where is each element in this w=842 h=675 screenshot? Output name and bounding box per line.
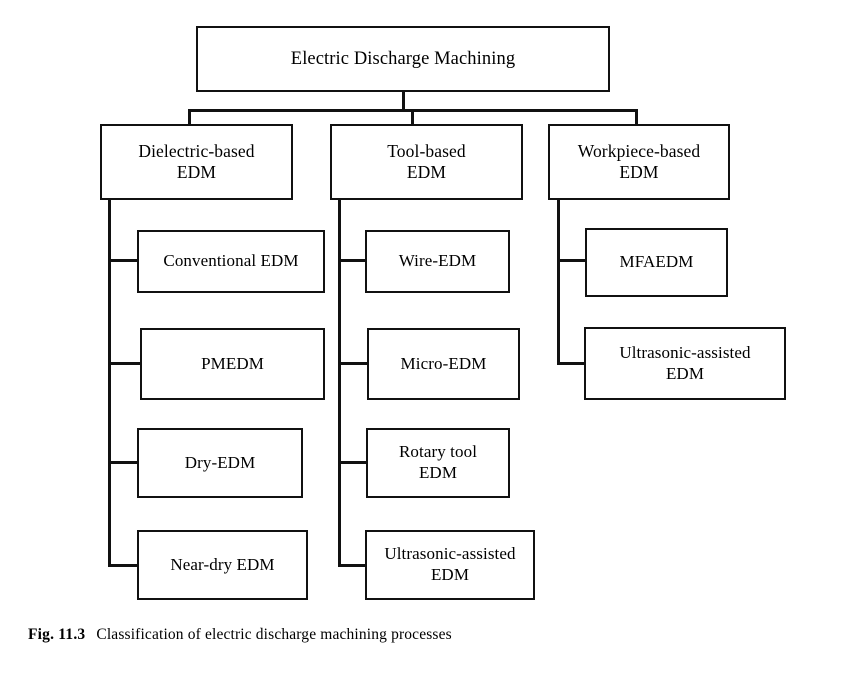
- connector-workpiece-trunk: [557, 200, 560, 365]
- connector-stub-micro-edm: [338, 362, 369, 365]
- figure-caption: Fig. 11.3 Classification of electric disc…: [28, 625, 818, 645]
- node-dry-edm[interactable]: Dry-EDM: [137, 428, 303, 498]
- node-ultrasonic-assisted-edm-tool[interactable]: Ultrasonic-assisted EDM: [365, 530, 535, 600]
- node-mfaedm[interactable]: MFAEDM: [585, 228, 728, 297]
- connector-stub-near-dry-edm: [108, 564, 140, 567]
- connector-stub-conventional-edm: [108, 259, 140, 262]
- node-root[interactable]: Electric Discharge Machining: [196, 26, 610, 92]
- figure-caption-text: Classification of electric discharge mac…: [96, 626, 452, 643]
- connector-root-to-workpiece: [635, 109, 638, 125]
- node-micro-edm-label: Micro-EDM: [400, 353, 487, 373]
- figure-caption-label: Fig. 11.3: [28, 626, 86, 643]
- node-mfaedm-label: MFAEDM: [619, 252, 694, 272]
- node-ultrasonic-assisted-edm-workpiece[interactable]: Ultrasonic-assisted EDM: [584, 327, 786, 400]
- node-rotary-tool-edm[interactable]: Rotary tool EDM: [366, 428, 510, 498]
- node-pmedm[interactable]: PMEDM: [140, 328, 325, 400]
- node-dry-edm-label: Dry-EDM: [184, 452, 256, 472]
- node-ultrasonic-assisted-edm-tool-label: Ultrasonic-assisted EDM: [384, 544, 516, 584]
- node-ultrasonic-assisted-edm-workpiece-label: Ultrasonic-assisted EDM: [619, 342, 751, 383]
- node-near-dry-edm[interactable]: Near-dry EDM: [137, 530, 308, 600]
- connector-root-stem: [402, 92, 405, 111]
- node-tool-based-edm-label: Tool-based EDM: [387, 140, 466, 182]
- connector-root-to-tool: [411, 109, 414, 125]
- node-dielectric-based-edm[interactable]: Dielectric-based EDM: [100, 124, 293, 200]
- node-workpiece-based-edm[interactable]: Workpiece-based EDM: [548, 124, 730, 200]
- node-wire-edm-label: Wire-EDM: [398, 251, 477, 271]
- connector-stub-pmedm: [108, 362, 143, 365]
- connector-root-to-dielectric: [188, 109, 191, 125]
- connector-stub-dry-edm: [108, 461, 140, 464]
- node-root-label: Electric Discharge Machining: [290, 48, 516, 69]
- node-near-dry-edm-label: Near-dry EDM: [170, 554, 275, 574]
- connector-stub-wire-edm: [338, 259, 367, 262]
- node-workpiece-based-edm-label: Workpiece-based EDM: [577, 140, 701, 182]
- node-rotary-tool-edm-label: Rotary tool EDM: [398, 442, 478, 482]
- node-conventional-edm-label: Conventional EDM: [163, 251, 299, 271]
- node-wire-edm[interactable]: Wire-EDM: [365, 230, 510, 293]
- node-micro-edm[interactable]: Micro-EDM: [367, 328, 520, 400]
- connector-stub-ultrasonic-assisted-edm-workpiece: [557, 362, 586, 365]
- connector-stub-ultrasonic-assisted-edm-tool: [338, 564, 367, 567]
- connector-dielectric-trunk: [108, 200, 111, 567]
- node-tool-based-edm[interactable]: Tool-based EDM: [330, 124, 523, 200]
- connector-stub-mfaedm: [557, 259, 587, 262]
- connector-tool-trunk: [338, 200, 341, 567]
- connector-stub-rotary-tool-edm: [338, 461, 368, 464]
- node-conventional-edm[interactable]: Conventional EDM: [137, 230, 325, 293]
- node-dielectric-based-edm-label: Dielectric-based EDM: [138, 140, 255, 182]
- node-pmedm-label: PMEDM: [201, 353, 264, 373]
